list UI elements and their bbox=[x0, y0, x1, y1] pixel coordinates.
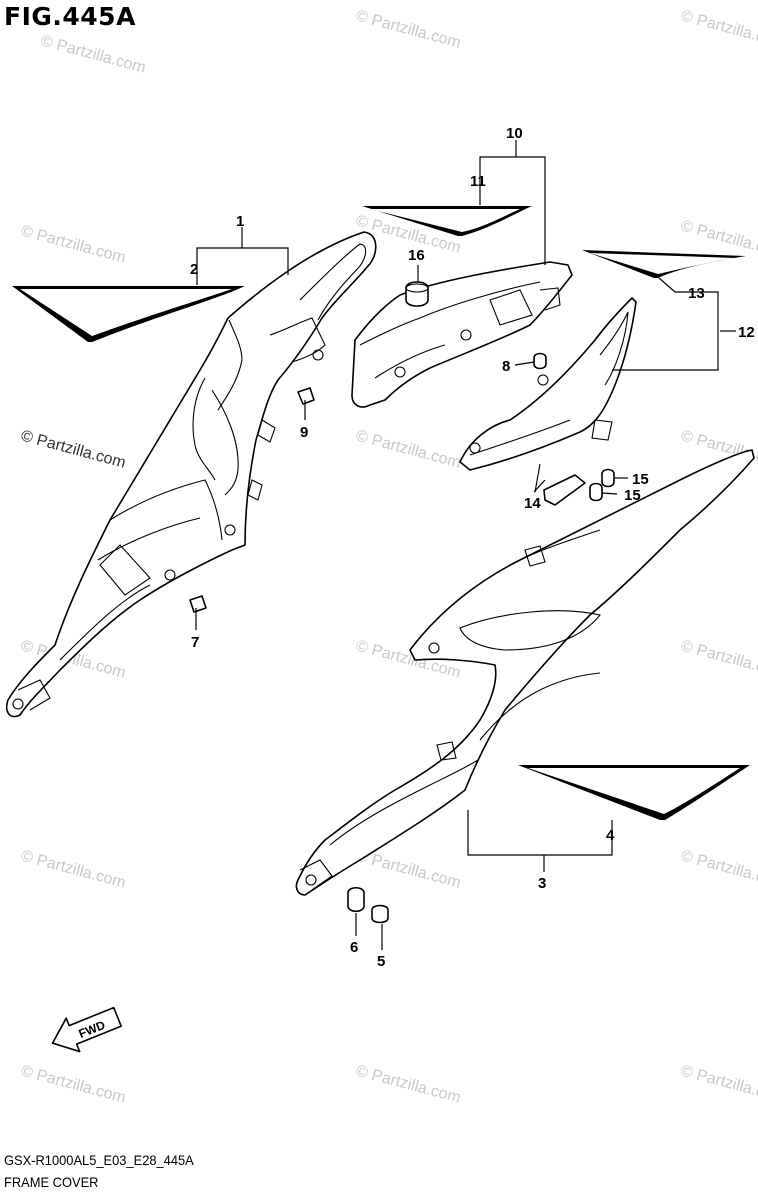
watermark: © Partzilla.com bbox=[679, 7, 758, 51]
callout-8: 8 bbox=[502, 358, 510, 375]
collar-part-6 bbox=[347, 886, 365, 913]
bolt-part-15 bbox=[601, 468, 615, 488]
watermark: © Partzilla.com bbox=[354, 427, 463, 471]
callout-5: 5 bbox=[377, 953, 385, 970]
grommet-part-16 bbox=[405, 281, 429, 307]
cover-part-12 bbox=[459, 297, 637, 471]
cover-part-10 bbox=[351, 261, 573, 408]
bracket-part-14 bbox=[543, 474, 586, 506]
watermark: © Partzilla.com bbox=[679, 847, 758, 891]
callout-4: 4 bbox=[606, 827, 615, 844]
model-code: GSX-R1000AL5_E03_E28_445A bbox=[4, 1152, 194, 1168]
watermark: © Partzilla.com bbox=[19, 1062, 128, 1106]
callout-12: 12 bbox=[738, 324, 755, 341]
callout-6: 6 bbox=[350, 939, 358, 956]
callout-15a: 15 bbox=[632, 471, 649, 488]
callout-2: 2 bbox=[190, 261, 198, 278]
watermark: © Partzilla.com bbox=[354, 1062, 463, 1106]
fwd-arrow: FWD bbox=[51, 1006, 122, 1053]
watermark: © Partzilla.com bbox=[354, 7, 463, 51]
callout-14: 14 bbox=[524, 495, 541, 512]
watermark: © Partzilla.com bbox=[19, 222, 128, 266]
callout-10: 10 bbox=[506, 125, 523, 142]
frame-cover-part-3 bbox=[295, 449, 755, 896]
screw-part-5 bbox=[371, 904, 389, 924]
watermark: © Partzilla.com bbox=[679, 637, 758, 681]
watermark-prominent: © Partzilla.com bbox=[19, 427, 128, 471]
watermark: © Partzilla.com bbox=[679, 1062, 758, 1106]
callout-3: 3 bbox=[538, 875, 546, 892]
leader-lines bbox=[195, 140, 736, 950]
callout-15b: 15 bbox=[624, 487, 641, 504]
watermark: © Partzilla.com bbox=[39, 32, 148, 76]
clip-part-9 bbox=[297, 387, 315, 405]
figure-title: FIG.445A bbox=[4, 2, 136, 31]
callout-16: 16 bbox=[408, 247, 425, 264]
frame-cover-part-1 bbox=[5, 231, 377, 718]
nut-part-7 bbox=[189, 595, 207, 613]
callout-13: 13 bbox=[688, 285, 705, 302]
callout-numbers: 1 2 3 4 5 6 7 8 9 10 11 12 13 14 15 15 1… bbox=[190, 125, 755, 970]
callout-7: 7 bbox=[191, 634, 199, 651]
section-name: FRAME COVER bbox=[4, 1174, 99, 1190]
watermark: © Partzilla.com bbox=[19, 847, 128, 891]
screw-part-8 bbox=[533, 352, 547, 370]
bolt-part-15 bbox=[589, 482, 603, 502]
callout-1: 1 bbox=[236, 213, 244, 230]
callout-9: 9 bbox=[300, 424, 308, 441]
callout-11: 11 bbox=[470, 173, 486, 190]
